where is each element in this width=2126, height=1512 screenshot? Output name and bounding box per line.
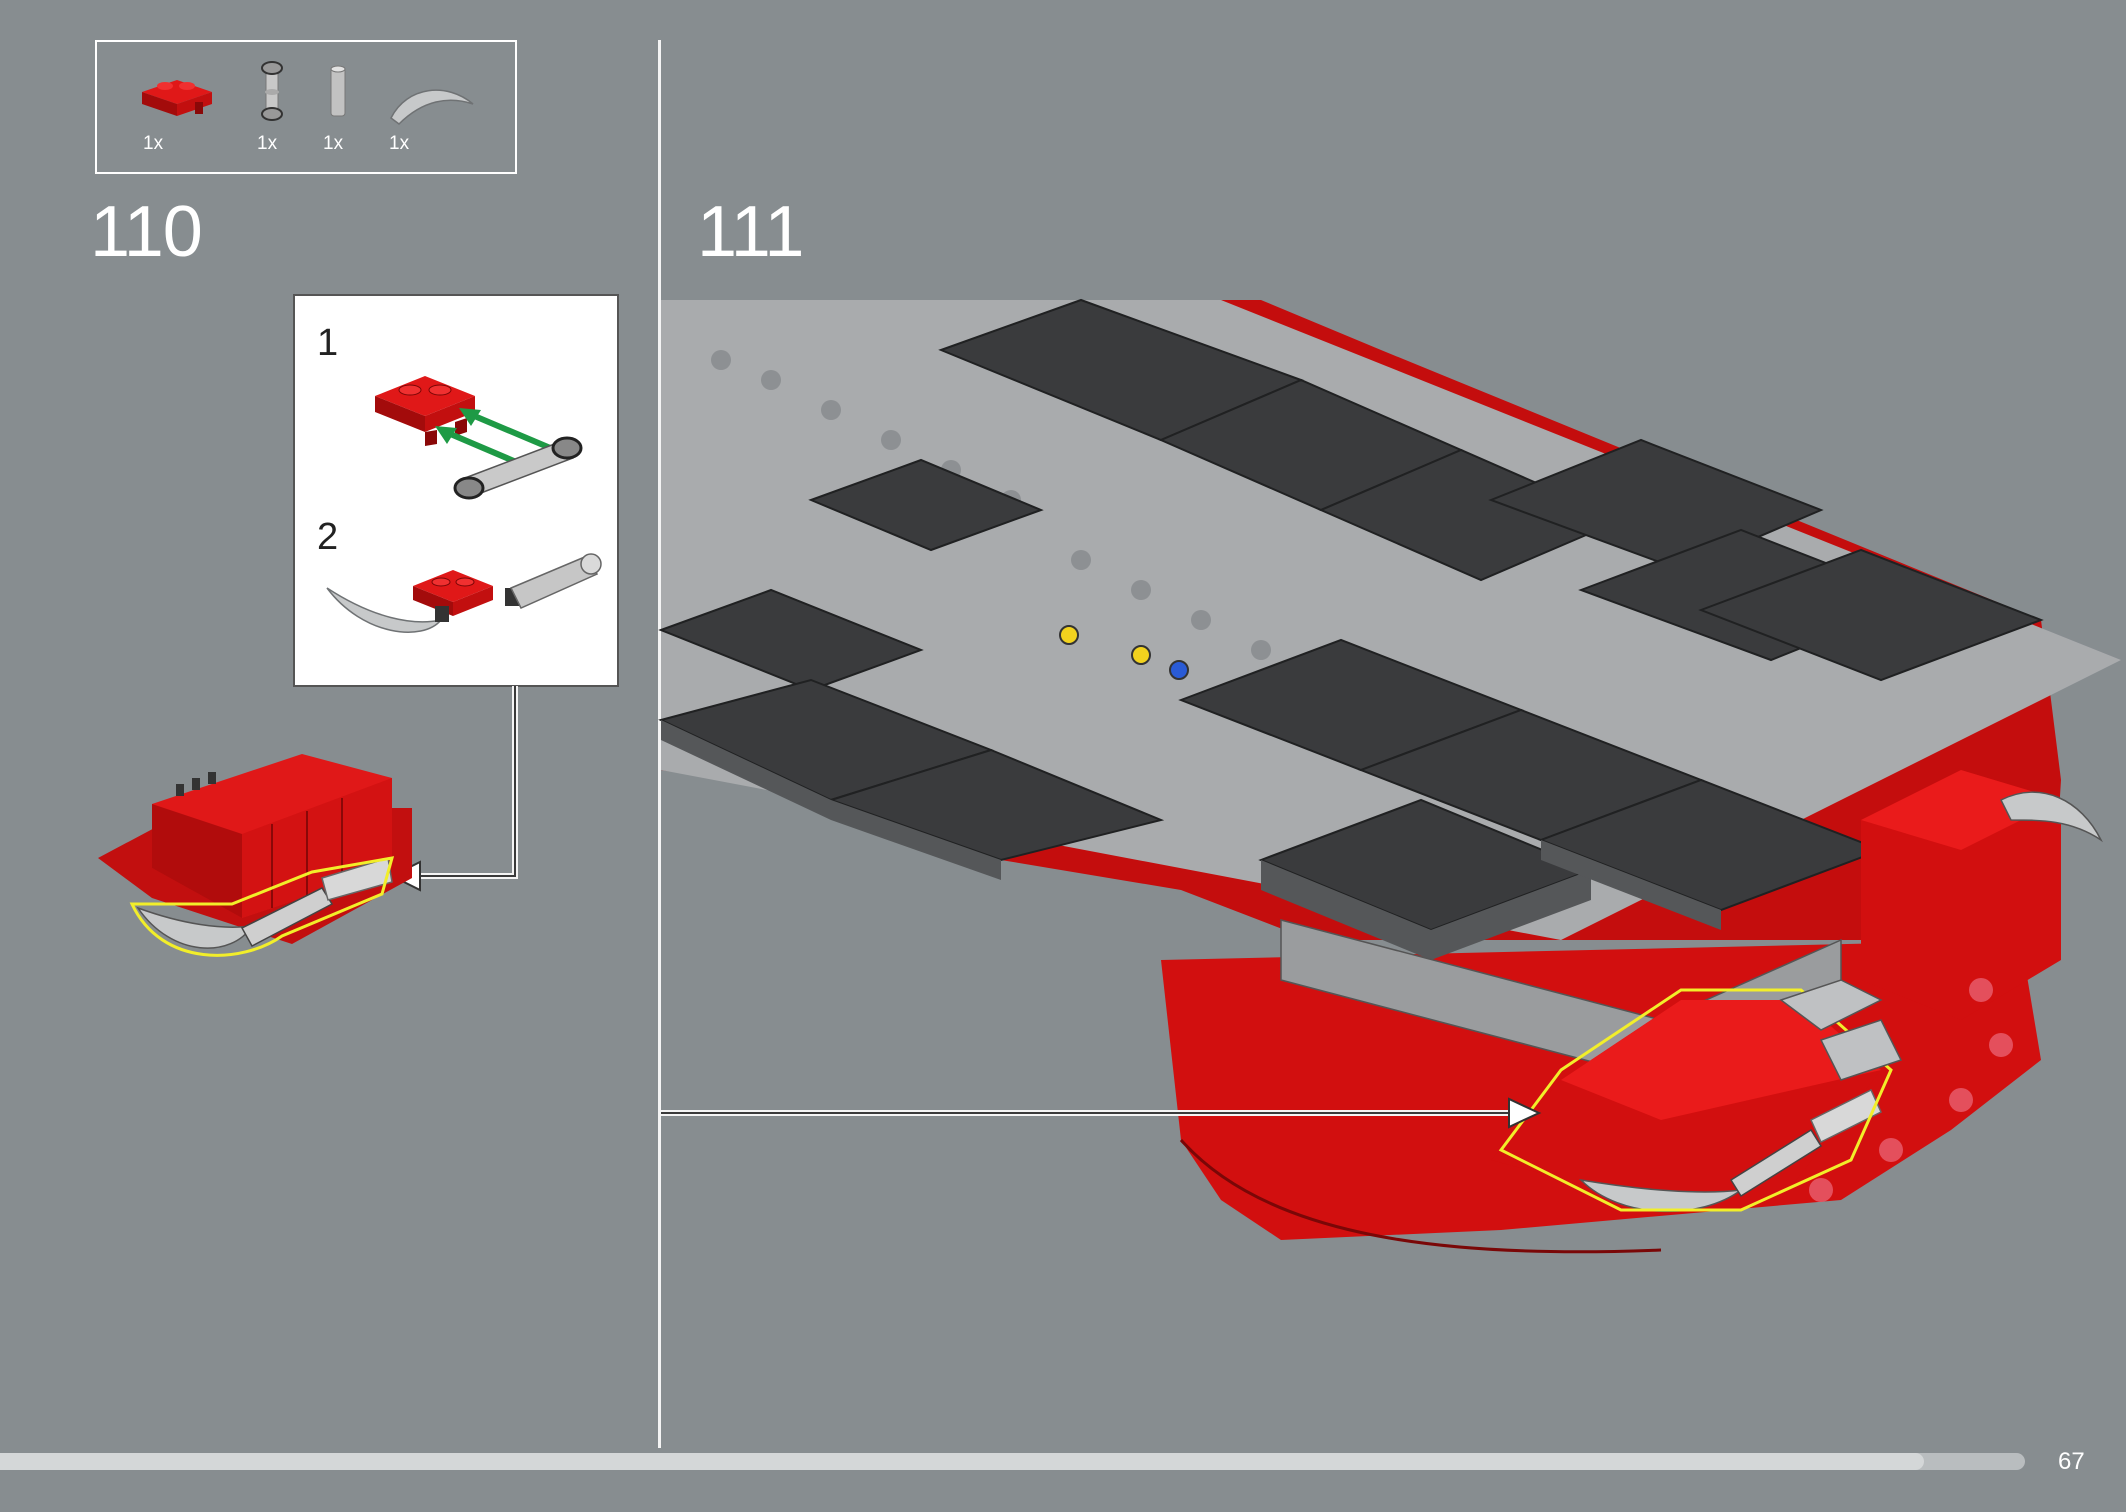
part-curved-horn-icon — [390, 89, 474, 125]
part-round-pin-icon — [330, 65, 346, 117]
sub-step-number-1: 1 — [317, 322, 339, 364]
part-count-3: 1x — [323, 133, 344, 154]
part-count-1: 1x — [143, 133, 164, 154]
step-111-main-model-illustration — [658, 298, 2121, 1254]
column-divider — [658, 40, 661, 1448]
step-number-111: 111 — [697, 192, 804, 272]
step-number-110: 110 — [90, 192, 203, 272]
progress-bar — [0, 1453, 2025, 1470]
sub-assembly-box: 1 2 — [293, 294, 619, 687]
part-count-2: 1x — [257, 133, 278, 154]
step-111-pointer-arrow — [661, 1097, 1542, 1129]
sub-step-2-illustration — [326, 553, 602, 633]
sub-step-number-2: 2 — [317, 516, 339, 558]
part-axle-pin-icon — [261, 61, 283, 121]
page-number: 67 — [2058, 1448, 2085, 1475]
part-count-4: 1x — [389, 133, 410, 154]
parts-list-box: 1x 1x 1x 1x — [95, 40, 517, 174]
step-110-assembly-illustration — [98, 754, 412, 957]
progress-bar-fill — [0, 1453, 1924, 1470]
sub-step-1-illustration — [375, 376, 583, 500]
part-red-plate-icon — [142, 80, 212, 116]
